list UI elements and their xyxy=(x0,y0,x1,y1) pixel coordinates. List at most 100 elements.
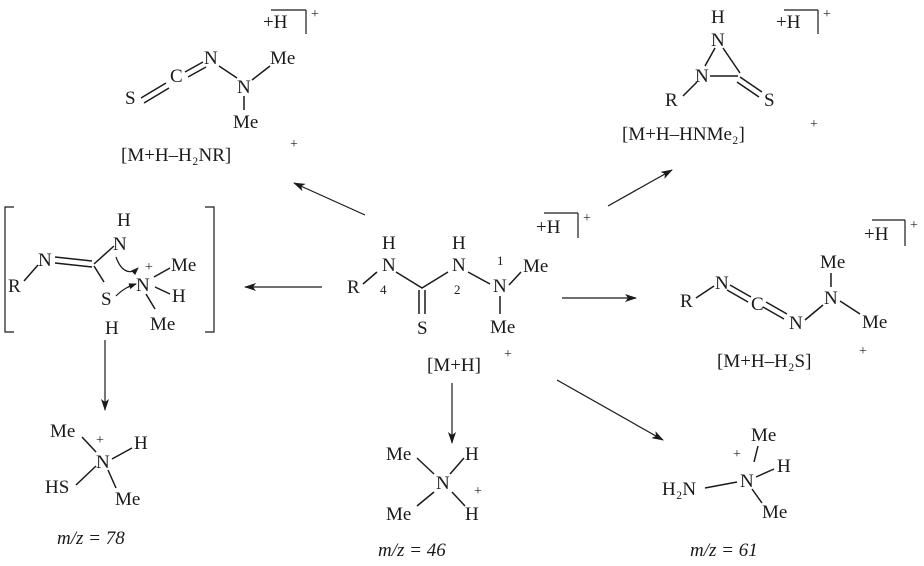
bottom-left-mz: m/z = 78 xyxy=(57,528,125,549)
center-charge: + xyxy=(583,211,591,226)
center-h2: H xyxy=(452,233,466,254)
top-left-n1: N xyxy=(204,48,218,69)
proton-bracket xyxy=(872,219,906,246)
left-mid-me-top: Me xyxy=(171,255,196,276)
bond xyxy=(695,285,715,299)
bottom-right-plus: + xyxy=(733,447,741,462)
center-proton: +H xyxy=(536,217,561,238)
double-bond xyxy=(736,76,763,98)
center-s: S xyxy=(417,318,428,339)
top-left-n2: N xyxy=(237,77,251,98)
left-mid-n-imine: N xyxy=(38,250,52,271)
center-molecule: H N R 4 H N 2 1 N Me Me S +H + [M+H] + xyxy=(347,211,591,376)
left-mid-h-right: H xyxy=(172,286,186,307)
bottom-left-h: H xyxy=(134,433,148,454)
top-left-s: S xyxy=(125,88,136,109)
bond xyxy=(23,264,39,282)
bond xyxy=(451,491,466,507)
top-right-r: R xyxy=(665,90,678,111)
bottom-mid-plus: + xyxy=(474,484,482,499)
bond xyxy=(704,481,738,489)
bond xyxy=(251,65,271,81)
top-right-h: H xyxy=(711,7,725,28)
top-left-proton: +H xyxy=(263,12,288,33)
bond xyxy=(154,286,171,295)
right-bracket xyxy=(205,206,215,333)
right-mid-c: C xyxy=(751,294,764,315)
top-left-c: C xyxy=(170,66,183,87)
bond xyxy=(81,436,97,453)
bottom-right-h2n: H₂N xyxy=(662,479,696,500)
left-mid-h-s: H xyxy=(105,318,119,339)
bottom-left-plus: + xyxy=(96,433,104,448)
bottom-right-mz: m/z = 61 xyxy=(690,540,758,561)
bottom-right-n: N xyxy=(740,471,754,492)
top-left-label-charge: + xyxy=(290,137,298,152)
right-mid-r: R xyxy=(680,291,693,312)
reaction-arrows xyxy=(101,169,673,444)
right-mid-proton: +H xyxy=(864,224,889,245)
left-mid-n-ring: N xyxy=(113,234,127,255)
top-right-n-top: N xyxy=(711,30,725,51)
bottom-mid-h-top: H xyxy=(465,444,479,465)
top-right-label-charge: + xyxy=(810,117,818,132)
top-right-n-bot: N xyxy=(695,66,709,87)
center-r: R xyxy=(347,277,360,298)
double-bond xyxy=(418,290,426,314)
left-mid-r: R xyxy=(8,276,21,297)
bottom-mid-fragment: Me H N + Me H m/z = 46 xyxy=(378,444,482,561)
left-mid-n-plus: N xyxy=(136,275,150,296)
right-mid-n3: N xyxy=(824,288,838,309)
left-mid-plus: + xyxy=(145,260,153,275)
right-mid-n1: N xyxy=(715,273,729,294)
top-left-label: [M+H–H₂NR] xyxy=(121,145,231,166)
right-mid-charge: + xyxy=(910,218,918,233)
double-bond xyxy=(762,301,788,320)
bottom-left-me: Me xyxy=(50,421,75,442)
double-bond xyxy=(726,284,752,303)
bond xyxy=(751,488,763,504)
top-left-fragment: +H + S C N N Me Me [M+H–H₂NR] + xyxy=(121,7,319,166)
bond xyxy=(508,271,522,286)
bond xyxy=(75,465,97,486)
left-mid-h-top: H xyxy=(117,210,131,231)
left-bracket xyxy=(4,206,14,333)
bond xyxy=(145,293,156,310)
top-right-label: [M+H–HNMe₂] xyxy=(622,124,745,145)
right-mid-n2: N xyxy=(789,313,803,334)
bottom-mid-mz: m/z = 46 xyxy=(378,540,446,561)
center-h1: H xyxy=(382,233,396,254)
top-left-me-bot: Me xyxy=(233,112,258,133)
bond xyxy=(839,300,861,315)
curved-arrow xyxy=(115,283,137,297)
center-n1: N xyxy=(382,255,396,276)
bond xyxy=(153,267,171,278)
bond xyxy=(107,469,117,489)
bottom-left-me-bot: Me xyxy=(115,489,140,510)
bottom-right-h: H xyxy=(777,456,791,477)
bond xyxy=(704,47,716,67)
left-mid-me-bot: Me xyxy=(150,314,175,335)
bond xyxy=(467,271,491,285)
bond xyxy=(416,491,435,507)
bond xyxy=(93,265,105,283)
bottom-mid-h-bot: H xyxy=(465,504,479,525)
arrow-to-bottom-right xyxy=(556,379,664,441)
proton-bracket xyxy=(784,9,819,34)
bond xyxy=(753,445,759,463)
right-mid-label: [M+H–H₂S] xyxy=(717,351,811,372)
bond xyxy=(449,457,465,475)
bottom-right-fragment: Me + H₂N N H Me m/z = 61 xyxy=(662,425,791,561)
double-bond xyxy=(140,82,170,104)
bond xyxy=(416,457,435,475)
top-right-s: S xyxy=(764,90,775,111)
center-locant-4: 4 xyxy=(380,282,387,297)
bond xyxy=(682,81,698,97)
bond xyxy=(722,47,741,74)
center-locant-2: 2 xyxy=(454,282,461,297)
right-mid-me-bot: Me xyxy=(862,312,887,333)
bottom-mid-me-bot: Me xyxy=(386,504,411,525)
arrow-to-top-left xyxy=(293,182,366,216)
